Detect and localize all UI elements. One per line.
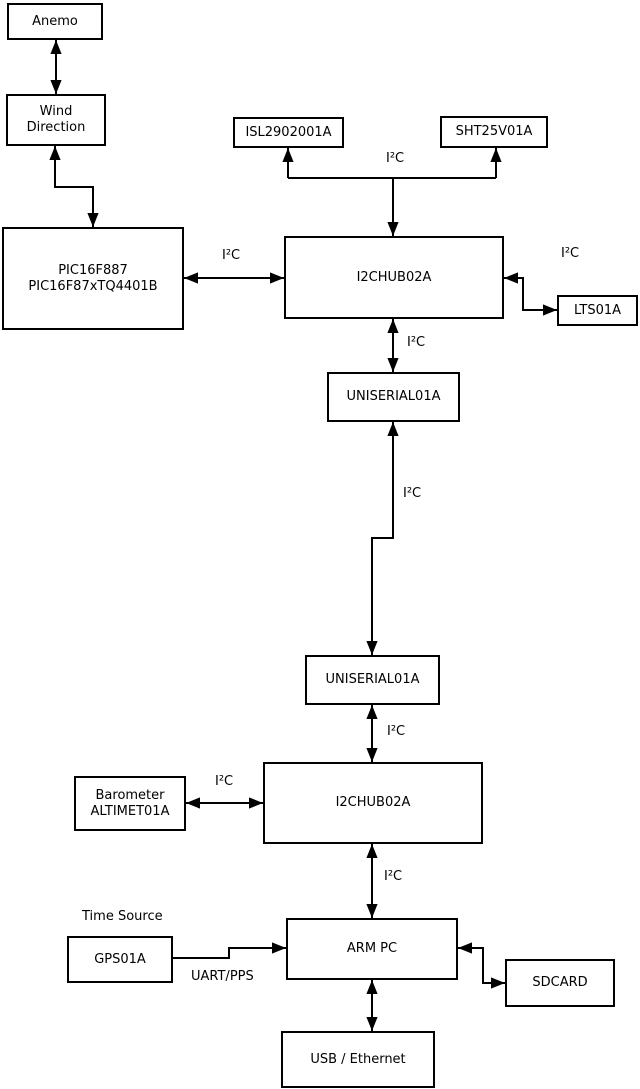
edge-label-i2c-hub-uniserial: I²C	[407, 335, 426, 350]
node-label: GPS01A	[94, 951, 146, 967]
node-uniserial01a-top: UNISERIAL01A	[327, 372, 460, 422]
node-arm-pc: ARM PC	[286, 918, 458, 980]
edge-label-i2c-hub-lts: I²C	[561, 246, 580, 261]
node-label: ALTIMET01A	[90, 803, 170, 819]
node-lts01a: LTS01A	[557, 295, 638, 326]
node-pic16f887: PIC16F887 PIC16F87xTQ4401B	[2, 227, 184, 330]
node-label: UNISERIAL01A	[346, 389, 441, 404]
node-label: Anemo	[32, 13, 78, 29]
node-label: I2CHUB02A	[356, 269, 432, 285]
edge-uniserial-uniserial	[366, 422, 399, 655]
node-i2chub02a-bottom: I2CHUB02A	[263, 762, 483, 844]
edge-label-time-source: Time Source	[82, 909, 163, 924]
node-sdcard: SDCARD	[505, 959, 615, 1007]
edge-label-i2c-barometer-hub2: I²C	[215, 774, 234, 789]
node-label: SHT25V01A	[455, 124, 533, 139]
node-label: SDCARD	[532, 975, 588, 990]
node-wind-direction: Wind Direction	[6, 94, 106, 146]
node-barometer-altimet01a: Barometer ALTIMET01A	[74, 776, 186, 831]
node-isl2902001a: ISL2902001A	[233, 117, 344, 148]
node-uniserial01a-bottom: UNISERIAL01A	[305, 655, 440, 705]
node-label: PIC16F887	[58, 262, 128, 278]
node-label: ARM PC	[346, 941, 398, 956]
node-i2chub02a-top: I2CHUB02A	[284, 236, 504, 319]
node-label: Direction	[26, 120, 86, 135]
node-label: Barometer	[95, 787, 165, 803]
edge-label-i2c-uniserial-link: I²C	[403, 486, 422, 501]
edge-winddirection-pic	[49, 146, 99, 227]
node-anemo: Anemo	[7, 3, 103, 40]
node-usb-ethernet: USB / Ethernet	[281, 1031, 435, 1088]
node-label: I2CHUB02A	[335, 795, 411, 810]
node-label: Wind	[39, 104, 73, 119]
edge-i2chub-lts	[504, 272, 557, 316]
edge-label-i2c-uniserial-hub2: I²C	[387, 724, 406, 739]
edge-label-i2c-hub2-armpc: I²C	[384, 869, 403, 884]
node-sht25v01a: SHT25V01A	[440, 116, 548, 148]
node-label: UNISERIAL01A	[325, 672, 420, 687]
node-label: PIC16F87xTQ4401B	[28, 278, 158, 294]
edge-gps-armpc	[173, 942, 286, 959]
node-label: ISL2902001A	[245, 124, 332, 140]
node-label: USB / Ethernet	[310, 1051, 406, 1067]
edge-label-i2c-pic-hub: I²C	[222, 248, 241, 263]
edge-label-i2c-isl-sht: I²C	[386, 151, 405, 166]
node-label: LTS01A	[573, 302, 622, 318]
edge-armpc-sdcard	[458, 942, 505, 989]
node-gps01a: GPS01A	[67, 936, 173, 983]
edge-label-uart-pps: UART/PPS	[191, 969, 254, 984]
